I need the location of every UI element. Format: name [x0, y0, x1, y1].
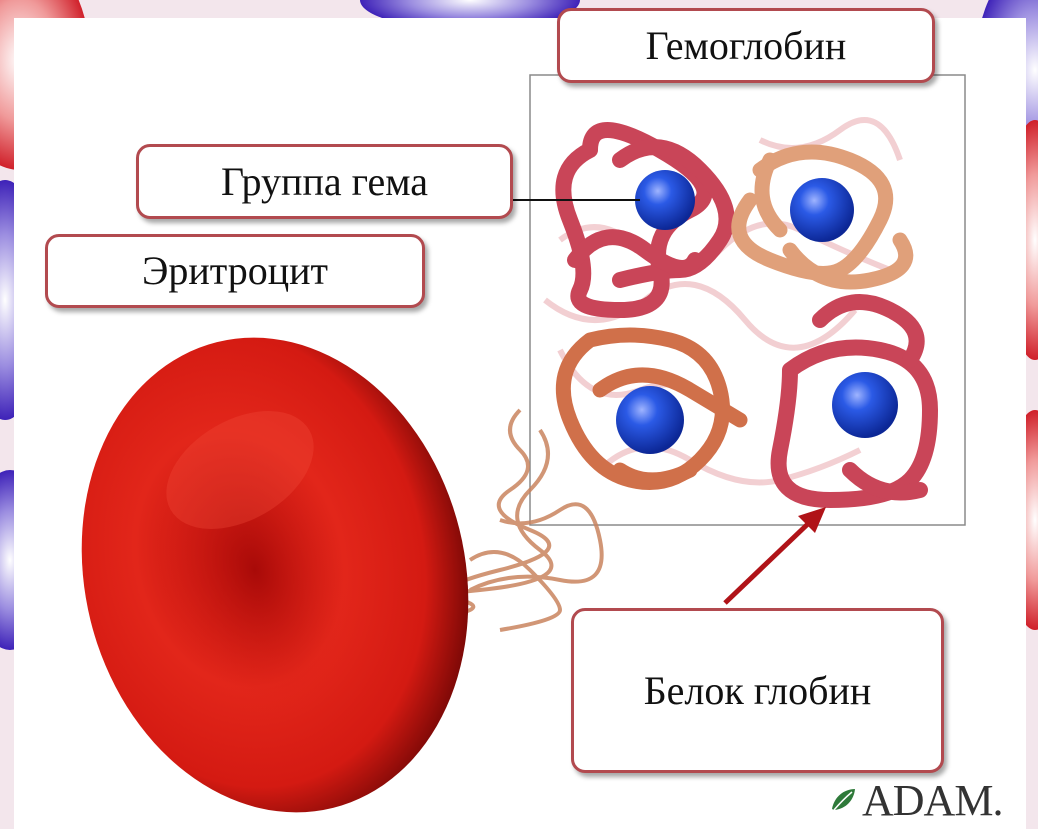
heme-group-label-text: Группа гема: [221, 162, 428, 202]
heme-sphere-top-left: [635, 170, 695, 230]
heme-group-label: Группа гема: [136, 144, 513, 219]
heme-sphere-bottom-left: [616, 386, 684, 454]
adam-leaf-icon: [828, 785, 858, 815]
hemoglobin-label-text: Гемоглобин: [646, 26, 847, 66]
globin-protein-label-text: Белок глобин: [644, 671, 872, 711]
red-blood-cell: [33, 296, 518, 829]
globin-arrow: [725, 507, 826, 603]
adam-logo: ADAM.: [828, 774, 1002, 826]
erythrocyte-label-text: Эритроцит: [142, 251, 328, 291]
erythrocyte-label: Эритроцит: [45, 234, 425, 308]
heme-sphere-top-right: [790, 178, 854, 242]
adam-logo-text: ADAM.: [862, 775, 1002, 826]
globin-protein-label: Белок глобин: [571, 608, 944, 773]
hemoglobin-label: Гемоглобин: [557, 8, 935, 83]
heme-sphere-bottom-right: [832, 372, 898, 438]
